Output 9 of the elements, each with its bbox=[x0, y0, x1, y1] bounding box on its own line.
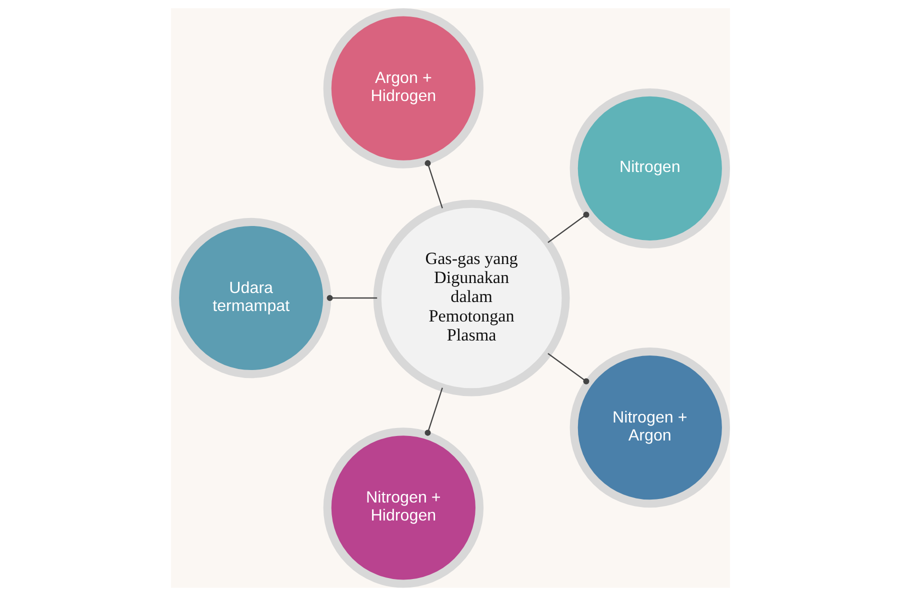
connector bbox=[424, 388, 442, 436]
node-circle: Gas-gas yang Digunakan dalam Pemotongan Plasma bbox=[372, 200, 570, 396]
connector bbox=[547, 353, 589, 384]
connector bbox=[326, 294, 377, 302]
connector bbox=[547, 212, 589, 243]
connector bbox=[424, 160, 442, 208]
node-circle: Udara termampat bbox=[170, 218, 331, 378]
node-circle: Nitrogen + Argon bbox=[569, 347, 730, 508]
node-circle: Nitrogen bbox=[569, 88, 730, 249]
